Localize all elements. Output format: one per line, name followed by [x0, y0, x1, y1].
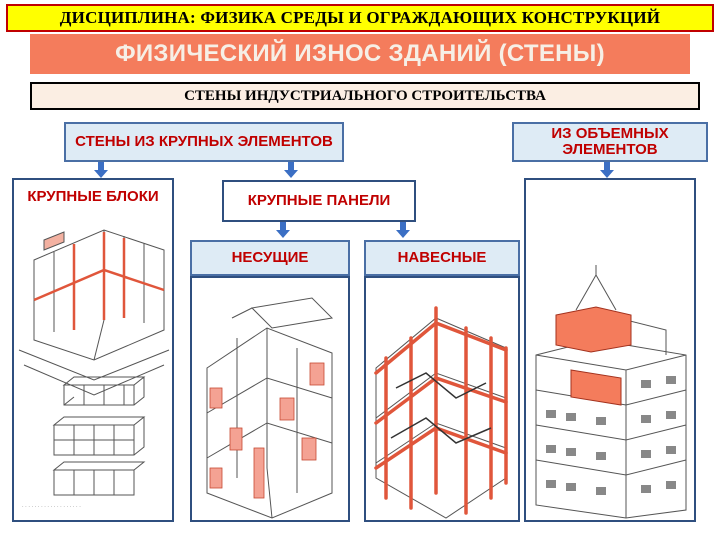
node-volumetric: ИЗ ОБЪЕМНЫХ ЭЛЕМЕНТОВ — [512, 122, 708, 162]
arrow-down-icon — [94, 162, 108, 178]
curtain-illustration — [374, 306, 508, 519]
arrow-down-icon — [284, 162, 298, 178]
node-large-panels: КРУПНЫЕ ПАНЕЛИ — [222, 180, 416, 222]
arrow-down-icon — [600, 162, 614, 178]
arrow-down-icon — [396, 222, 410, 238]
discipline-header: ДИСЦИПЛИНА: ФИЗИКА СРЕДЫ И ОГРАЖДАЮЩИХ К… — [6, 4, 714, 32]
node-curtain: НАВЕСНЫЕ — [364, 240, 520, 276]
node-large-blocks: КРУПНЫЕ БЛОКИ — [16, 180, 170, 214]
volumetric-illustration — [535, 265, 687, 519]
arrow-down-icon — [276, 222, 290, 238]
node-load-bearing: НЕСУЩИЕ — [190, 240, 350, 276]
panel-volumetric — [524, 178, 696, 522]
node-large-elements: СТЕНЫ ИЗ КРУПНЫХ ЭЛЕМЕНТОВ — [64, 122, 344, 162]
large-blocks-illustration: · · · · · · · · · · · · · · · · · · · — [18, 229, 170, 510]
page-title: ФИЗИЧЕСКИЙ ИЗНОС ЗДАНИЙ (СТЕНЫ) — [30, 34, 690, 74]
panel-curtain — [364, 276, 520, 522]
panel-load-bearing — [190, 276, 350, 522]
section-subtitle: СТЕНЫ ИНДУСТРИАЛЬНОГО СТРОИТЕЛЬСТВА — [30, 82, 700, 110]
load-bearing-illustration — [206, 297, 334, 519]
svg-text:· · · · · · · · · · · · · · ·: · · · · · · · · · · · · · · · · · · · — [22, 504, 81, 510]
panel-large-blocks: · · · · · · · · · · · · · · · · · · · — [12, 178, 174, 522]
